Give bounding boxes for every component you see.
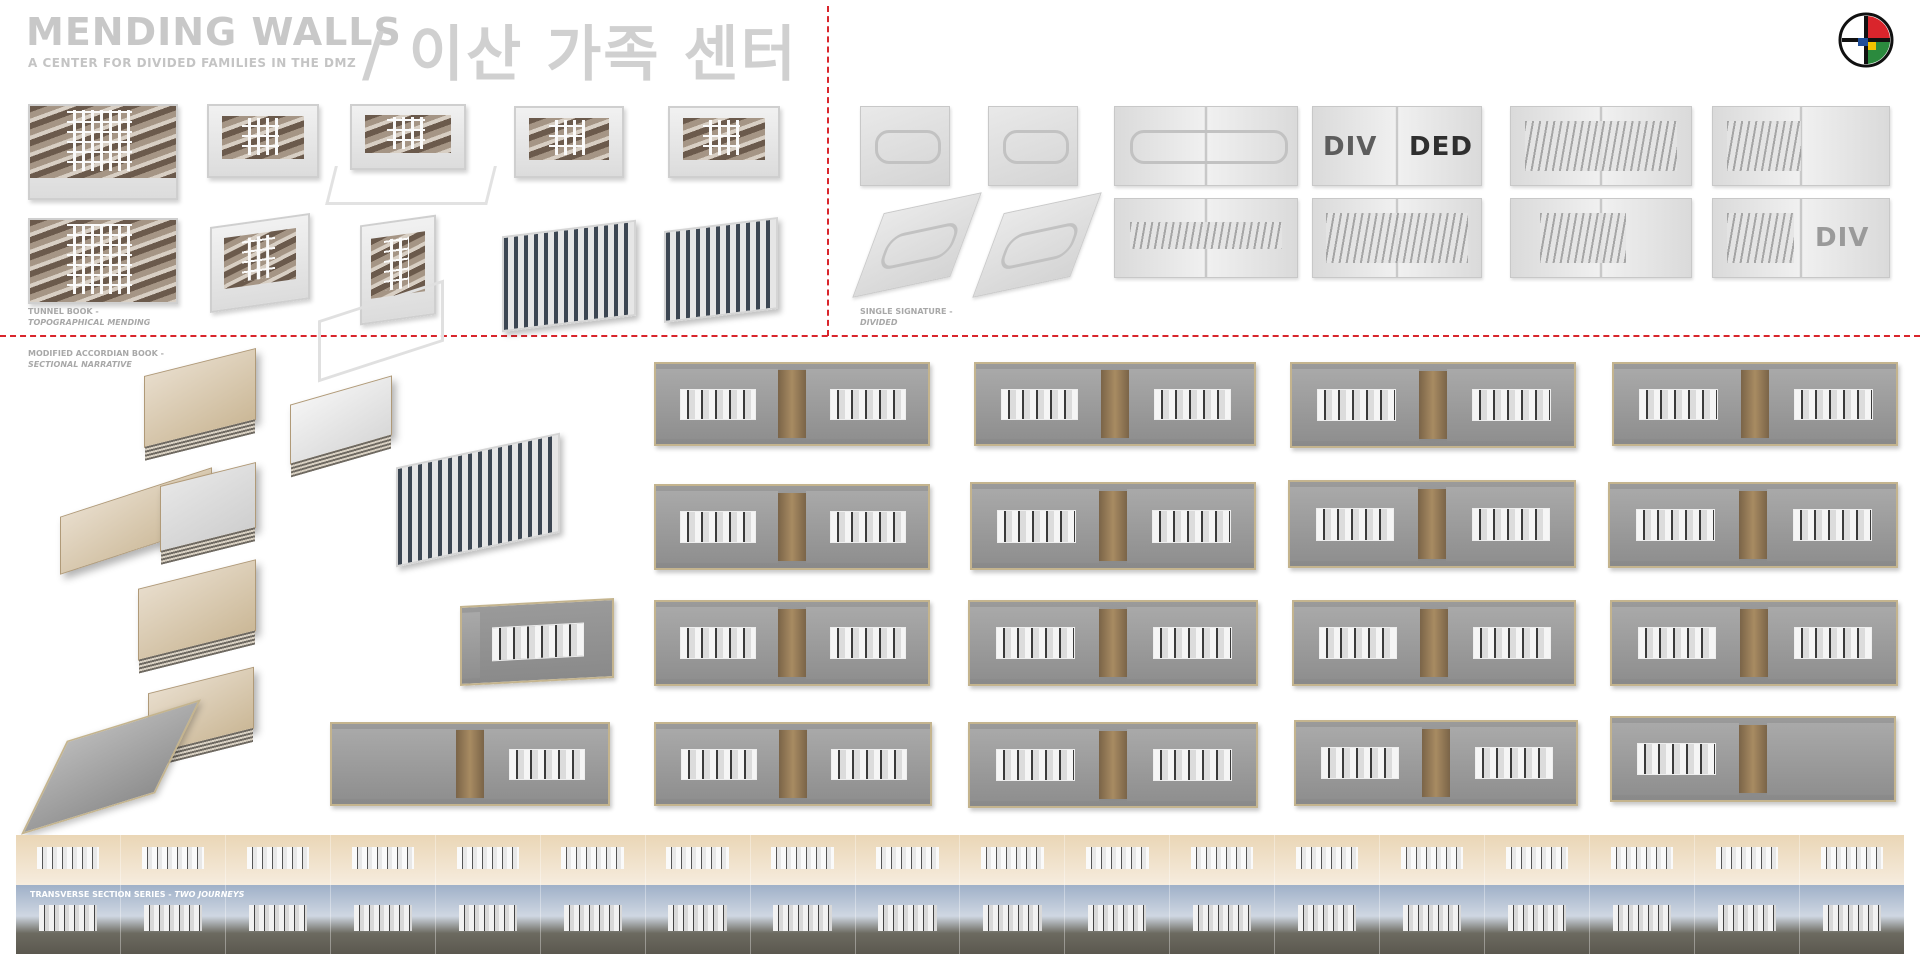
signature-page <box>988 106 1078 186</box>
section-frame <box>16 835 121 954</box>
section-series-caption: TRANSVERSE SECTION SERIES - TWO JOURNEYS <box>30 889 244 900</box>
section-card <box>1290 362 1576 448</box>
accordion-box-open <box>290 375 392 478</box>
section-card <box>1294 720 1578 806</box>
transverse-section-strip <box>16 835 1904 954</box>
accordion-book-caption: MODIFIED ACCORDIAN BOOK - SECTIONAL NARR… <box>28 348 164 370</box>
tunnel-book-photo <box>207 104 319 178</box>
section-card <box>968 722 1258 808</box>
section-card <box>654 362 930 446</box>
section-card <box>1610 600 1898 686</box>
horizontal-divider <box>0 335 1920 337</box>
korean-title: / 이산 가족 센터 <box>362 20 798 90</box>
tunnel-book-photo <box>28 218 178 304</box>
section-frame <box>1590 835 1695 954</box>
strip-cells <box>16 835 1904 954</box>
tunnel-book-iso <box>210 212 310 314</box>
single-signature-caption: SINGLE SIGNATURE - DIVIDED <box>860 306 953 328</box>
section-card <box>1608 482 1898 568</box>
section-frame <box>541 835 646 954</box>
signature-page <box>972 192 1102 298</box>
tunnel-book-photo <box>350 104 466 170</box>
accordion-box-closed <box>138 559 256 674</box>
tunnel-book-layered <box>664 217 778 323</box>
section-card <box>1612 362 1898 446</box>
section-frame <box>121 835 226 954</box>
section-card <box>1610 716 1896 802</box>
section-frame <box>751 835 856 954</box>
section-frame <box>1275 835 1381 954</box>
strip-top-row <box>16 835 1904 885</box>
signature-spread: DIV DED <box>1312 106 1482 186</box>
page-title: MENDING WALLS <box>26 10 402 54</box>
section-card <box>654 722 932 806</box>
ded-letters: DED <box>1409 131 1473 162</box>
signature-spread <box>1510 106 1692 186</box>
section-frame <box>1485 835 1591 954</box>
section-card <box>968 600 1258 686</box>
section-frame <box>331 835 436 954</box>
caption-line: TOPOGRAPHICAL MENDING <box>28 318 151 327</box>
signature-spread <box>1114 198 1298 278</box>
caption-line: TWO JOURNEYS <box>174 890 245 899</box>
div-letters: DIV <box>1323 131 1378 162</box>
section-frame <box>1065 835 1171 954</box>
accordion-box-partly-open <box>160 462 256 565</box>
signature-spread: DIV <box>1712 198 1890 278</box>
caption-line: MODIFIED ACCORDIAN BOOK - <box>28 349 164 358</box>
tunnel-book-photo <box>28 104 178 200</box>
signature-page <box>860 106 950 186</box>
tunnel-book-photo <box>514 106 624 178</box>
section-card-single <box>460 597 614 687</box>
accordion-book-fanned <box>396 432 560 568</box>
section-card <box>654 484 930 570</box>
caption-line: TRANSVERSE SECTION SERIES - <box>30 890 175 899</box>
signature-spread <box>1510 198 1692 278</box>
strip-bottom-row <box>16 885 1904 954</box>
section-frame <box>226 835 331 954</box>
section-frame <box>1380 835 1486 954</box>
signature-spread <box>1312 198 1482 278</box>
section-frame <box>646 835 751 954</box>
section-card <box>330 722 610 806</box>
section-card <box>974 362 1256 446</box>
tunnel-book-photo <box>668 106 780 178</box>
page-subtitle: A CENTER FOR DIVIDED FAMILIES IN THE DMZ <box>28 56 357 70</box>
vertical-divider <box>827 6 829 336</box>
section-card <box>1288 480 1576 568</box>
tunnel-book-layered <box>502 219 636 333</box>
section-frame <box>856 835 961 954</box>
section-frame <box>1800 835 1904 954</box>
caption-line: DIVIDED <box>860 318 898 327</box>
div-letters: DIV <box>1815 223 1870 253</box>
section-frame <box>960 835 1066 954</box>
signature-spread <box>1712 106 1890 186</box>
accordion-page-extended <box>20 699 202 835</box>
tunnel-book-caption: TUNNEL BOOK - TOPOGRAPHICAL MENDING <box>28 306 150 328</box>
section-card <box>1292 600 1576 686</box>
signature-page <box>852 192 982 298</box>
caption-line: SINGLE SIGNATURE - <box>860 307 953 316</box>
section-frame <box>1170 835 1276 954</box>
quadrant-circle-logo-icon <box>1838 12 1894 68</box>
caption-line: TUNNEL BOOK - <box>28 307 99 316</box>
section-card <box>654 600 930 686</box>
section-frame <box>436 835 541 954</box>
signature-spread <box>1114 106 1298 186</box>
caption-line: SECTIONAL NARRATIVE <box>28 360 132 369</box>
section-frame <box>1695 835 1800 954</box>
section-card <box>970 482 1256 570</box>
tunnel-book-base <box>325 166 497 205</box>
